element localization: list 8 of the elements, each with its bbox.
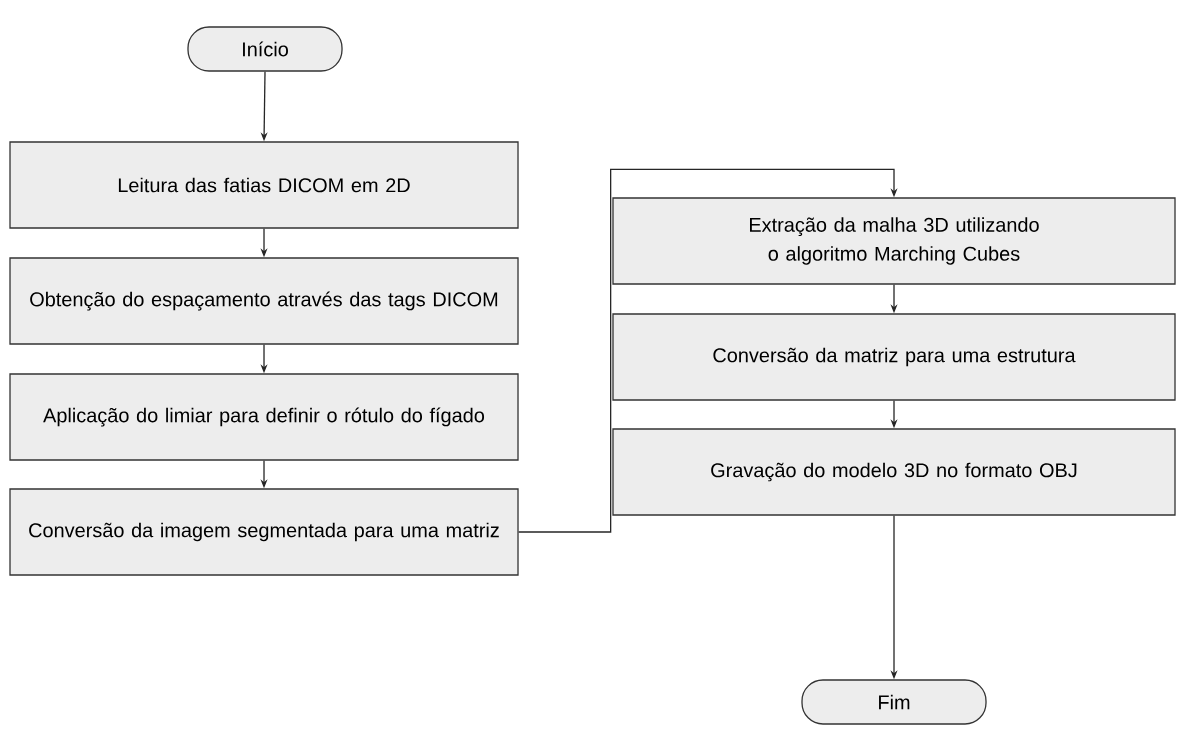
arrow bbox=[518, 168, 898, 533]
process-box: Leitura das fatias DICOM em 2D bbox=[9, 141, 519, 229]
process-box: Conversão da imagem segmentada para uma matriz bbox=[9, 488, 519, 576]
process-box: Gravação do modelo 3D no formato OBJ bbox=[612, 428, 1176, 516]
process-box: Conversão da matriz para uma estrutura bbox=[612, 313, 1176, 401]
process-box: Aplicação do limiar para definir o rótulo do fígado bbox=[9, 373, 519, 461]
process-box: Obtenção do espaçamento através das tags DICOM bbox=[9, 257, 519, 345]
process-box: Extração da malha 3D utilizando o algoritmo Marching Cubes bbox=[612, 197, 1176, 285]
